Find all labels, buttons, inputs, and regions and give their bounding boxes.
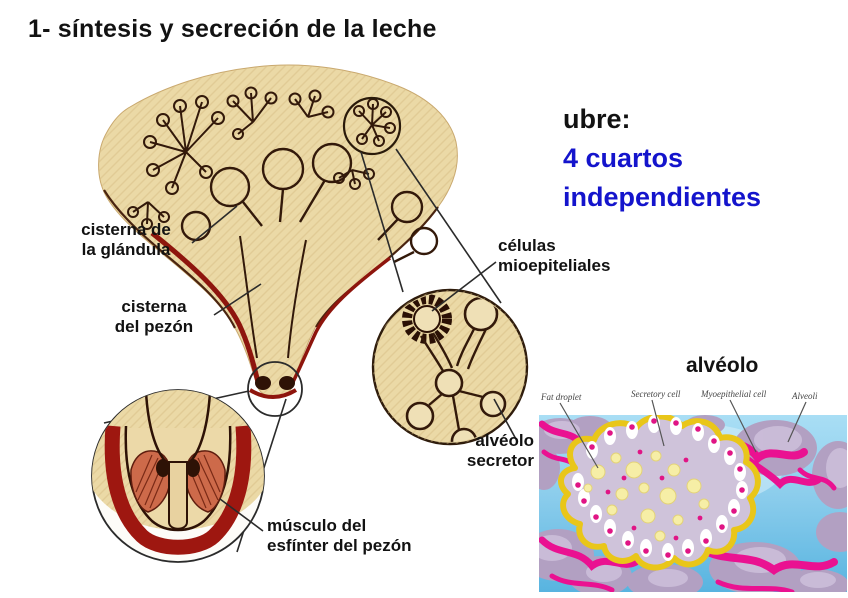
teat-wall — [104, 425, 252, 555]
alveolus-photo — [539, 399, 847, 592]
alveolar-trees — [127, 86, 396, 230]
label-alveolus-heading: alvéolo — [686, 354, 759, 377]
secretory-cells — [572, 415, 748, 561]
udder-annotation-heading: ubre: — [563, 104, 631, 134]
label-myoepithelial-cells: células mioepiteliales — [498, 236, 611, 275]
alveolar-lobes — [180, 142, 439, 264]
label-gland-cistern: cisterna de la glándula — [81, 220, 171, 259]
central-alveolus — [558, 415, 761, 571]
slide-title: 1- síntesis y secreción de la leche — [28, 15, 437, 43]
label-leader-lines — [191, 205, 518, 532]
photo-leader-lines — [559, 399, 807, 469]
teat-cistern-walls — [150, 231, 392, 399]
teat-canal — [168, 461, 188, 530]
udder-annotation-line2: independientes — [563, 182, 762, 212]
label-secretory-alveolus: alvéolo secretor — [466, 431, 534, 470]
udder-annotation: ubre: 4 cuartos independientes — [563, 100, 761, 217]
photo-label-fat-droplet: Fat droplet — [541, 392, 582, 402]
teat-zoom-source-circle — [247, 361, 303, 417]
udder-diagram — [98, 64, 458, 417]
label-sphincter-muscle: músculo del esfínter del pezón — [267, 516, 412, 555]
label-teat-cistern: cisterna del pezón — [114, 297, 194, 336]
alveolus-inset — [371, 288, 529, 446]
udder-annotation-line1: 4 cuartos — [563, 143, 684, 173]
photo-label-secretory-cell: Secretory cell — [631, 389, 681, 399]
photo-label-myoepithelial-cell: Myoepithelial cell — [701, 389, 767, 399]
alveolus-zoom-source-circle — [342, 96, 402, 156]
photo-label-alveoli: Alveoli — [792, 391, 818, 401]
fat-droplets — [583, 450, 710, 542]
myoepithelial-ring — [402, 294, 452, 344]
teat-inset — [91, 389, 265, 563]
